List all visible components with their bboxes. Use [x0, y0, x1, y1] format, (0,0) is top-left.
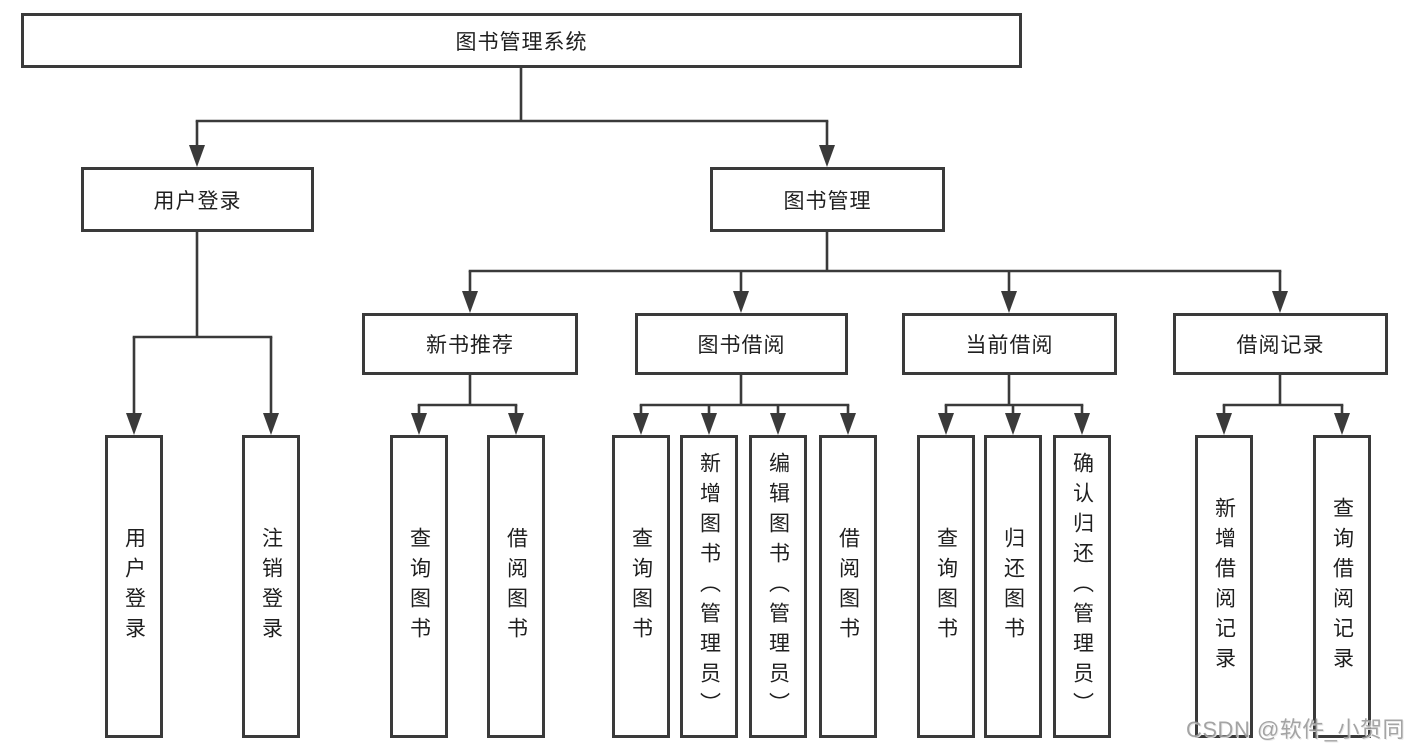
leaf-borrow-query-books: 查询图书: [612, 435, 670, 738]
leaf-user-login: 用户登录: [105, 435, 163, 738]
leaf-borrow-edit-books-admin: 编辑图书（管理员）: [749, 435, 807, 738]
leaf-records-add-record: 新增借阅记录: [1195, 435, 1253, 738]
connector-newbook-to-leaves: [411, 375, 524, 435]
leaf-current-query-books: 查询图书: [917, 435, 975, 738]
leaf-borrow-query-books-label: 查询图书: [629, 526, 653, 647]
leaf-records-query-record: 查询借阅记录: [1313, 435, 1371, 738]
leaf-newbook-query-books: 查询图书: [390, 435, 448, 738]
leaf-current-return-books: 归还图书: [984, 435, 1042, 738]
leaf-borrow-add-books-admin: 新增图书（管理员）: [680, 435, 738, 738]
csdn-watermark: CSDN @软件_小贺同学: [1186, 717, 1405, 742]
node-new-book-recommend-label: 新书推荐: [426, 334, 514, 357]
node-current-borrow: 当前借阅: [902, 313, 1117, 375]
leaf-current-query-books-label: 查询图书: [934, 526, 958, 647]
node-book-management-label: 图书管理: [783, 189, 872, 213]
leaf-borrow-add-books-admin-label: 新增图书（管理员）: [697, 451, 721, 722]
node-new-book-recommend: 新书推荐: [362, 313, 578, 375]
node-user-login-label: 用户登录: [153, 189, 242, 213]
connector-borrow-to-leaves: [633, 375, 856, 435]
leaf-newbook-borrow-books-label: 借阅图书: [504, 526, 528, 647]
node-root-label: 图书管理系统: [455, 30, 588, 54]
node-book-borrow-label: 图书借阅: [697, 334, 786, 357]
leaf-newbook-borrow-books: 借阅图书: [487, 435, 545, 738]
connector-userlogin-to-leaves: [126, 232, 279, 435]
leaf-logout: 注销登录: [242, 435, 300, 738]
node-user-login: 用户登录: [81, 167, 314, 232]
node-root: 图书管理系统: [21, 13, 1022, 68]
connector-bookmgmt-to-level3: [462, 232, 1288, 313]
connector-current-to-leaves: [938, 375, 1090, 435]
node-borrow-records: 借阅记录: [1173, 313, 1388, 375]
node-book-borrow: 图书借阅: [635, 313, 848, 375]
connector-records-to-leaves: [1216, 375, 1350, 435]
node-current-borrow-label: 当前借阅: [965, 334, 1054, 357]
leaf-current-confirm-return-admin-label: 确认归还（管理员）: [1070, 451, 1094, 722]
leaf-newbook-query-books-label: 查询图书: [407, 526, 431, 647]
node-book-management: 图书管理: [710, 167, 945, 232]
leaf-borrow-edit-books-admin-label: 编辑图书（管理员）: [766, 451, 790, 722]
leaf-current-confirm-return-admin: 确认归还（管理员）: [1053, 435, 1111, 738]
leaf-borrow-borrow-books-label: 借阅图书: [836, 526, 860, 647]
leaf-user-login-label: 用户登录: [122, 526, 146, 647]
leaf-records-add-record-label: 新增借阅记录: [1212, 496, 1236, 677]
node-borrow-records-label: 借阅记录: [1236, 334, 1325, 357]
leaf-borrow-borrow-books: 借阅图书: [819, 435, 877, 738]
connector-root-to-level2: [189, 68, 835, 167]
leaf-current-return-books-label: 归还图书: [1001, 526, 1025, 647]
leaf-logout-label: 注销登录: [259, 526, 283, 647]
leaf-records-query-record-label: 查询借阅记录: [1330, 496, 1354, 677]
